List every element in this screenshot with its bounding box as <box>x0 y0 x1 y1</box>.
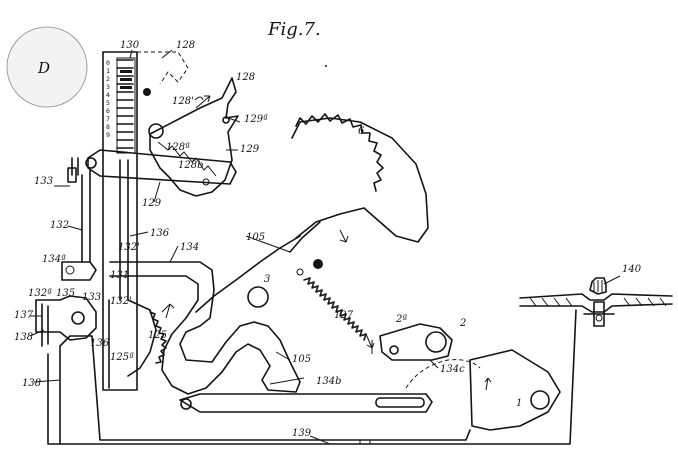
label-6: 6 <box>358 126 365 137</box>
vertical-rod <box>67 157 91 263</box>
label-133-lower: 133 <box>82 292 101 303</box>
label-133: 133 <box>34 176 53 187</box>
left-bracket <box>35 261 97 347</box>
latch-dashed-outline <box>137 51 189 85</box>
label-136-lower: 136 <box>90 338 110 349</box>
ink-speck <box>325 65 327 67</box>
tension-spring <box>303 277 367 341</box>
main-frame-lever <box>109 259 323 395</box>
label-128-top: 128 <box>176 40 195 51</box>
label-3: 3 <box>264 274 270 285</box>
label-125a: 125ª <box>110 352 134 363</box>
label-128-prime: 128' <box>172 96 194 107</box>
label-2: 2 <box>459 318 466 329</box>
label-105: 105 <box>246 232 265 243</box>
gear-segment-125 <box>127 299 167 377</box>
rotation-arrow <box>195 95 211 109</box>
label-139: 139 <box>292 428 312 439</box>
label-128a: 128ª <box>166 142 190 153</box>
scale-number: 4 <box>106 91 110 99</box>
figure-title: Fig.7. <box>267 19 321 40</box>
scale-number: 3 <box>106 83 110 91</box>
label-135: 135 <box>56 288 75 299</box>
number-rack: 0 1 2 3 4 5 6 7 8 9 <box>102 51 138 391</box>
label-105-lower: 105 <box>292 354 311 365</box>
label-134a: 134ª <box>42 254 66 265</box>
scale-number: 7 <box>106 115 110 123</box>
label-129a: 129ª <box>244 114 268 125</box>
label-137: 137 <box>14 310 34 321</box>
rack-teeth <box>116 59 134 149</box>
label-129-lower: 129 <box>142 198 162 209</box>
label-134c: 134c <box>440 364 465 375</box>
scale-number: 0 <box>106 59 110 67</box>
label-132-prime: 132' <box>118 242 140 253</box>
scale-number: 2 <box>106 75 110 83</box>
label-130: 130 <box>120 40 140 51</box>
label-128: 128 <box>236 72 255 83</box>
label-129: 129 <box>240 144 260 155</box>
label-128b: 128b <box>178 160 204 171</box>
upper-link <box>85 149 237 185</box>
rack-number-scale: 0 1 2 3 4 5 6 7 8 9 <box>106 59 110 139</box>
label-136: 136 <box>150 228 170 239</box>
scale-number: 6 <box>106 107 110 115</box>
label-1: 1 <box>516 398 522 409</box>
label-127: 127 <box>334 310 354 321</box>
base-frame <box>47 309 577 445</box>
knob-140 <box>583 277 615 327</box>
disc-label: D <box>37 59 50 77</box>
crank-arm-2 <box>379 323 453 361</box>
label-138: 138 <box>14 332 33 343</box>
label-134: 134 <box>180 242 199 253</box>
spring-arrow <box>365 333 375 349</box>
label-140: 140 <box>622 264 642 275</box>
top-plate <box>519 293 673 313</box>
disc-d: D <box>6 26 88 108</box>
cam-disc-1 <box>405 349 561 431</box>
leader-lines <box>29 49 621 445</box>
scale-number: 5 <box>106 99 110 107</box>
label-138-lower: 138 <box>22 378 41 389</box>
scale-number: 8 <box>106 123 110 131</box>
bottom-slide-bar <box>179 393 433 413</box>
scale-number: 9 <box>106 131 110 139</box>
label-132a: 132ª <box>28 288 52 299</box>
scale-number: 1 <box>106 67 110 75</box>
label-132: 132 <box>50 220 69 231</box>
label-132-prime-lower: 132' <box>110 296 132 307</box>
sector-gear <box>195 113 429 313</box>
label-134b: 134b <box>316 376 342 387</box>
label-131: 131 <box>110 270 129 281</box>
label-2a: 2ª <box>395 314 407 325</box>
label-125: 125 <box>148 330 167 341</box>
reference-labels: 130 128 128 128' 129ª 128ª 128b 129 129 … <box>14 40 642 439</box>
